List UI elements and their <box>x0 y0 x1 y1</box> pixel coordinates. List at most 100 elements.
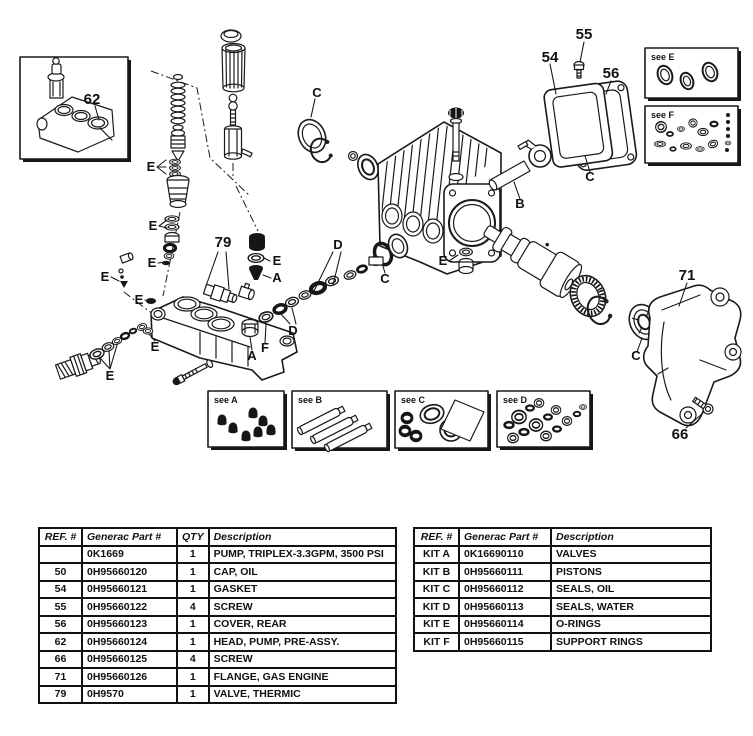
callout-f: F <box>261 340 269 355</box>
table-cell: 62 <box>38 632 83 652</box>
table-cell: 0H95660114 <box>458 614 552 634</box>
callout-e: E <box>135 292 144 307</box>
water-seal-chain: D D F A <box>241 233 409 363</box>
table-cell <box>38 544 83 564</box>
table-cell: KIT A <box>413 544 460 564</box>
valve-cap-group: E A <box>247 233 282 285</box>
col-header-ref: REF. # <box>413 527 460 547</box>
crankcase-body: E C <box>372 107 502 286</box>
callout-c: C <box>631 348 641 363</box>
callout-e: E <box>151 339 160 354</box>
head-bolt <box>172 359 214 386</box>
callout-62: 62 <box>84 91 101 108</box>
kit-box-b-label: see B <box>298 395 323 405</box>
table-cell: HEAD, PUMP, PRE-ASSY. <box>207 632 397 652</box>
callout-e: E <box>439 253 448 268</box>
table-cell: 0H95660111 <box>458 562 552 582</box>
table-cell: 0H95660123 <box>81 614 178 634</box>
table-header-row: REF. # Generac Part # QTY Description <box>38 527 397 547</box>
manifold-head: E E E E E E <box>101 159 298 386</box>
col-header-part: Generac Part # <box>81 527 178 547</box>
table-cell: 0H95660115 <box>458 632 552 652</box>
table-cell: 66 <box>38 649 83 669</box>
table-cell: 55 <box>38 597 83 617</box>
kit-box-f: see F <box>644 105 741 166</box>
table-cell: 1 <box>176 684 210 704</box>
oil-cap-assembly <box>220 29 253 160</box>
pump-diagram-svg: 62 <box>19 26 742 453</box>
callout-e: E <box>148 255 157 270</box>
kit-box-d: see D <box>496 390 593 450</box>
table-cell: CAP, OIL <box>207 562 397 582</box>
table-cell: 4 <box>176 597 210 617</box>
kit-box-a: see A <box>207 390 287 450</box>
table-cell: PISTONS <box>550 562 712 582</box>
col-header-qty: QTY <box>176 527 210 547</box>
table-header-row: REF. # Generac Part # Description <box>413 527 712 547</box>
table-cell: KIT F <box>413 632 460 652</box>
rear-cover-group: 54 55 56 C <box>542 26 638 184</box>
flange-screw <box>692 396 714 415</box>
table-cell: KIT B <box>413 562 460 582</box>
gasket-sheet <box>440 399 485 442</box>
callout-56: 56 <box>603 65 620 82</box>
table-cell: 79 <box>38 684 83 704</box>
table-cell: 0H95660121 <box>81 579 178 599</box>
table-cell: 71 <box>38 667 83 687</box>
kit-box-f-label: see F <box>651 110 675 120</box>
table-cell: 0H95660122 <box>81 597 178 617</box>
callout-e: E <box>149 218 158 233</box>
table-cell: 0H95660125 <box>81 649 178 669</box>
callout-e: E <box>147 159 156 174</box>
callout-d: D <box>288 323 297 338</box>
dipstick <box>448 107 464 182</box>
table-cell: SEALS, WATER <box>550 597 712 617</box>
kit-box-c: see C <box>394 390 491 451</box>
thermic-valve: 79 <box>202 234 255 304</box>
table-cell: 54 <box>38 579 83 599</box>
inset-head-assembly: 62 <box>19 56 131 162</box>
kit-box-c-label: see C <box>401 395 426 405</box>
callout-e: E <box>273 253 282 268</box>
spring <box>170 81 186 125</box>
table-cell: SCREW <box>207 597 397 617</box>
table-cell: 1 <box>176 632 210 652</box>
crankshaft-group: C <box>483 225 660 363</box>
kit-box-b: see B <box>291 390 390 453</box>
kit-box-e-label: see E <box>651 52 675 62</box>
callout-c: C <box>380 271 390 286</box>
kit-box-a-label: see A <box>214 395 238 405</box>
table-cell: 0H9570 <box>81 684 178 704</box>
table-cell: 0K1669 <box>81 544 178 564</box>
callout-54: 54 <box>542 49 559 66</box>
table-cell: FLANGE, GAS ENGINE <box>207 667 397 687</box>
table-cell: COVER, REAR <box>207 614 397 634</box>
callout-71: 71 <box>679 267 696 284</box>
construction-lines <box>123 70 259 313</box>
table-cell: SCREW <box>207 649 397 669</box>
table-cell: 1 <box>176 562 210 582</box>
table-cell: O-RINGS <box>550 614 712 634</box>
callout-d: D <box>333 237 342 252</box>
oil-seal-group-c: C <box>297 85 379 181</box>
inlet-fitting-group: E <box>54 321 149 383</box>
callout-79: 79 <box>215 234 232 251</box>
col-header-part: Generac Part # <box>458 527 552 547</box>
bearing <box>569 274 607 318</box>
table-cell: KIT C <box>413 579 460 599</box>
table-cell: KIT D <box>413 597 460 617</box>
kit-box-d-label: see D <box>503 395 528 405</box>
